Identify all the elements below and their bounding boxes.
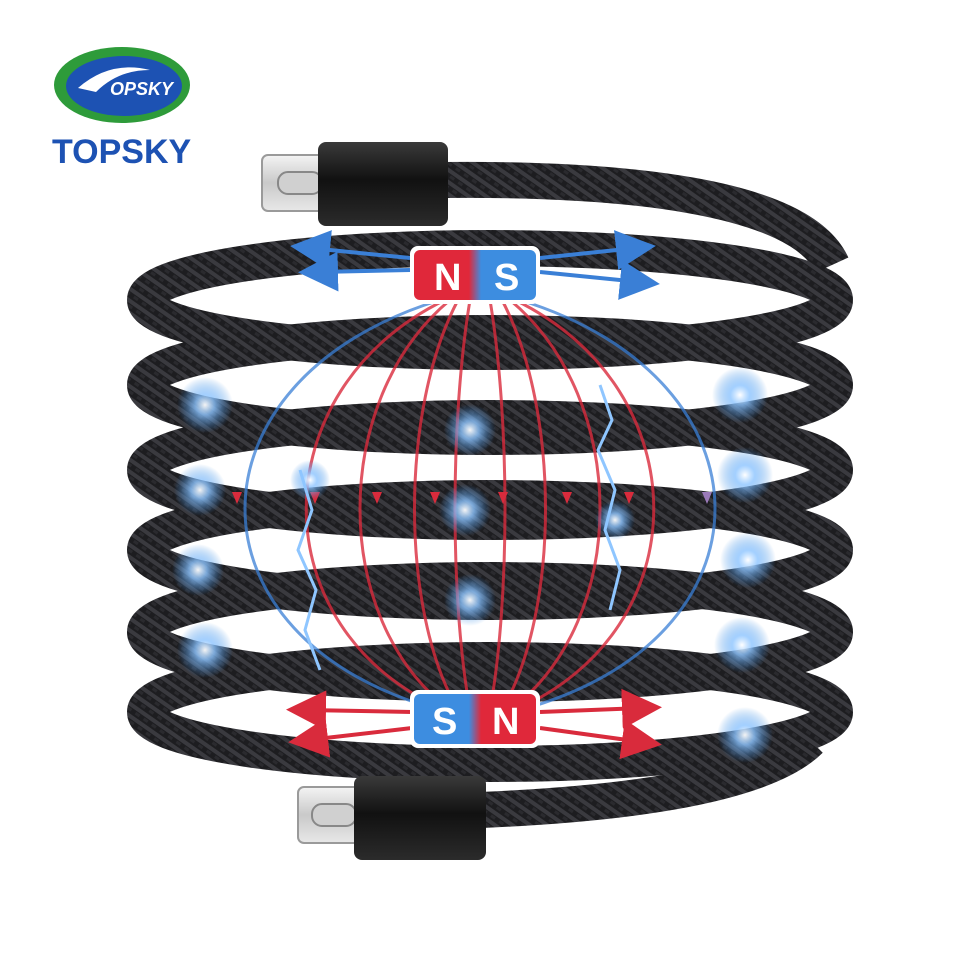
magnet-top-south-label: S	[494, 257, 519, 299]
spark-icon	[439, 484, 491, 536]
spark-icon	[595, 500, 635, 540]
spark-icon	[720, 532, 776, 588]
usb-c-connector-bottom	[297, 776, 486, 860]
magnet-top-north-label: N	[434, 257, 461, 299]
spark-icon	[172, 544, 224, 596]
spark-icon	[717, 707, 773, 763]
magnet-bottom-south-label: S	[432, 701, 457, 743]
spark-icon	[290, 460, 330, 500]
spark-icon	[717, 447, 773, 503]
spark-icon	[714, 617, 770, 673]
magnet-top: N S	[410, 246, 540, 304]
spark-icon	[712, 367, 768, 423]
usb-c-connector-top	[261, 142, 448, 226]
spark-icon	[444, 404, 496, 456]
electric-sparks	[172, 367, 776, 763]
magnet-bottom-north-label: N	[492, 701, 519, 743]
bottom-magnet-arrows	[286, 688, 662, 760]
top-magnet-arrows	[290, 230, 660, 300]
spark-icon	[444, 574, 496, 626]
brand-name: TOPSKY	[52, 133, 192, 171]
spark-icon	[177, 622, 233, 678]
magnet-bottom: S N	[410, 690, 540, 748]
spark-icon	[177, 377, 233, 433]
logo-oval-text: OPSKY	[110, 79, 175, 99]
spark-icon	[174, 464, 226, 516]
brand-logo: OPSKY	[54, 47, 190, 123]
